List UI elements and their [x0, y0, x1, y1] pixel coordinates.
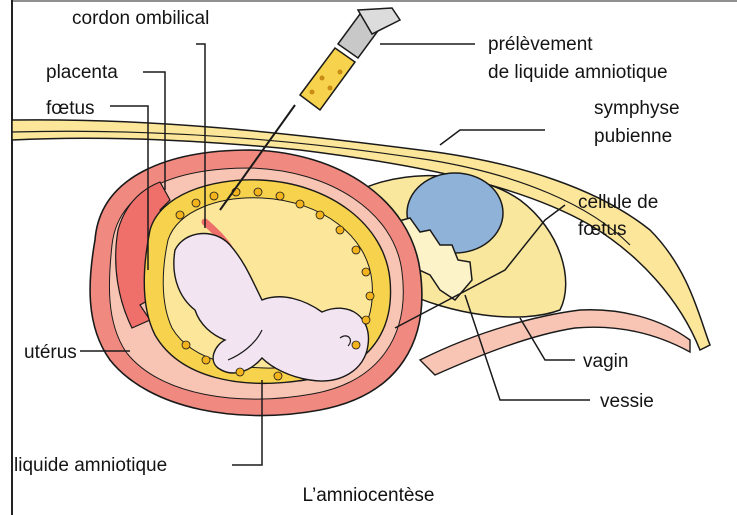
label-symphyse-line2: pubienne	[594, 126, 672, 148]
figure-caption: L’amniocentèse	[0, 485, 737, 507]
syringe-barrel	[300, 48, 355, 110]
label-liquide-amniotique: liquide amniotique	[14, 455, 167, 477]
label-cordon-ombilical: cordon ombilical	[72, 8, 209, 30]
label-vessie: vessie	[600, 391, 654, 413]
label-vagin: vagin	[583, 351, 628, 373]
label-prelevement-line1: prélèvement	[488, 34, 593, 56]
label-cellule-line1: cellule de	[578, 192, 658, 214]
label-symphyse-line1: symphyse	[594, 98, 680, 120]
label-placenta: placenta	[46, 62, 118, 84]
label-foetus: fœtus	[46, 98, 95, 120]
label-cellule-line2: fœtus	[578, 219, 627, 241]
vagina	[420, 310, 690, 375]
label-prelevement-line2: de liquide amniotique	[488, 62, 668, 84]
label-uterus: utérus	[24, 342, 77, 364]
